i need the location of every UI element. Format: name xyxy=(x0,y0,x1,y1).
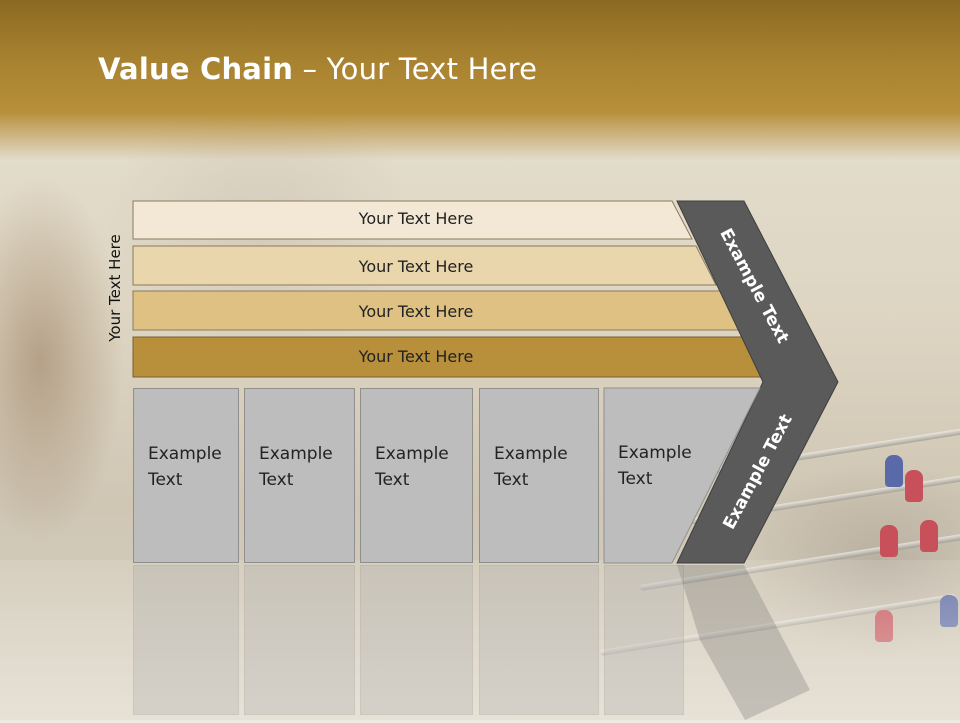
slide-title: Value Chain – Your Text Here xyxy=(98,52,537,86)
card-line-2: Text xyxy=(148,470,183,490)
row-bar-2 xyxy=(132,245,717,286)
card-5-shape xyxy=(603,387,761,564)
row-label-2: Your Text Here xyxy=(358,257,474,276)
reflection-fade xyxy=(0,560,960,720)
title-band xyxy=(0,0,960,160)
row-bar-1 xyxy=(132,200,693,240)
foosball-figure xyxy=(905,470,923,502)
foosball-figure xyxy=(880,525,898,557)
foosball-figure xyxy=(885,455,903,487)
card-line-1: Example xyxy=(148,444,222,464)
card-line-2: Text xyxy=(259,470,294,490)
card-line-1: Example xyxy=(494,444,568,464)
card-line-1: Example xyxy=(618,443,692,463)
card-line-1: Example xyxy=(259,444,333,464)
foosball-figure xyxy=(920,520,938,552)
row-label-3: Your Text Here xyxy=(358,302,474,321)
row-label-1: Your Text Here xyxy=(358,209,474,228)
title-rest: – Your Text Here xyxy=(293,52,538,86)
side-label: Your Text Here xyxy=(106,234,124,342)
chevron-reflection xyxy=(677,565,810,720)
card-line-2: Text xyxy=(375,470,410,490)
chevron-arrow xyxy=(676,200,839,564)
card-line-2: Text xyxy=(494,470,529,490)
card-line-1: Example xyxy=(375,444,449,464)
card-line-2: Text xyxy=(618,469,653,489)
row-label-4: Your Text Here xyxy=(358,347,474,366)
title-bold: Value Chain xyxy=(98,52,294,86)
